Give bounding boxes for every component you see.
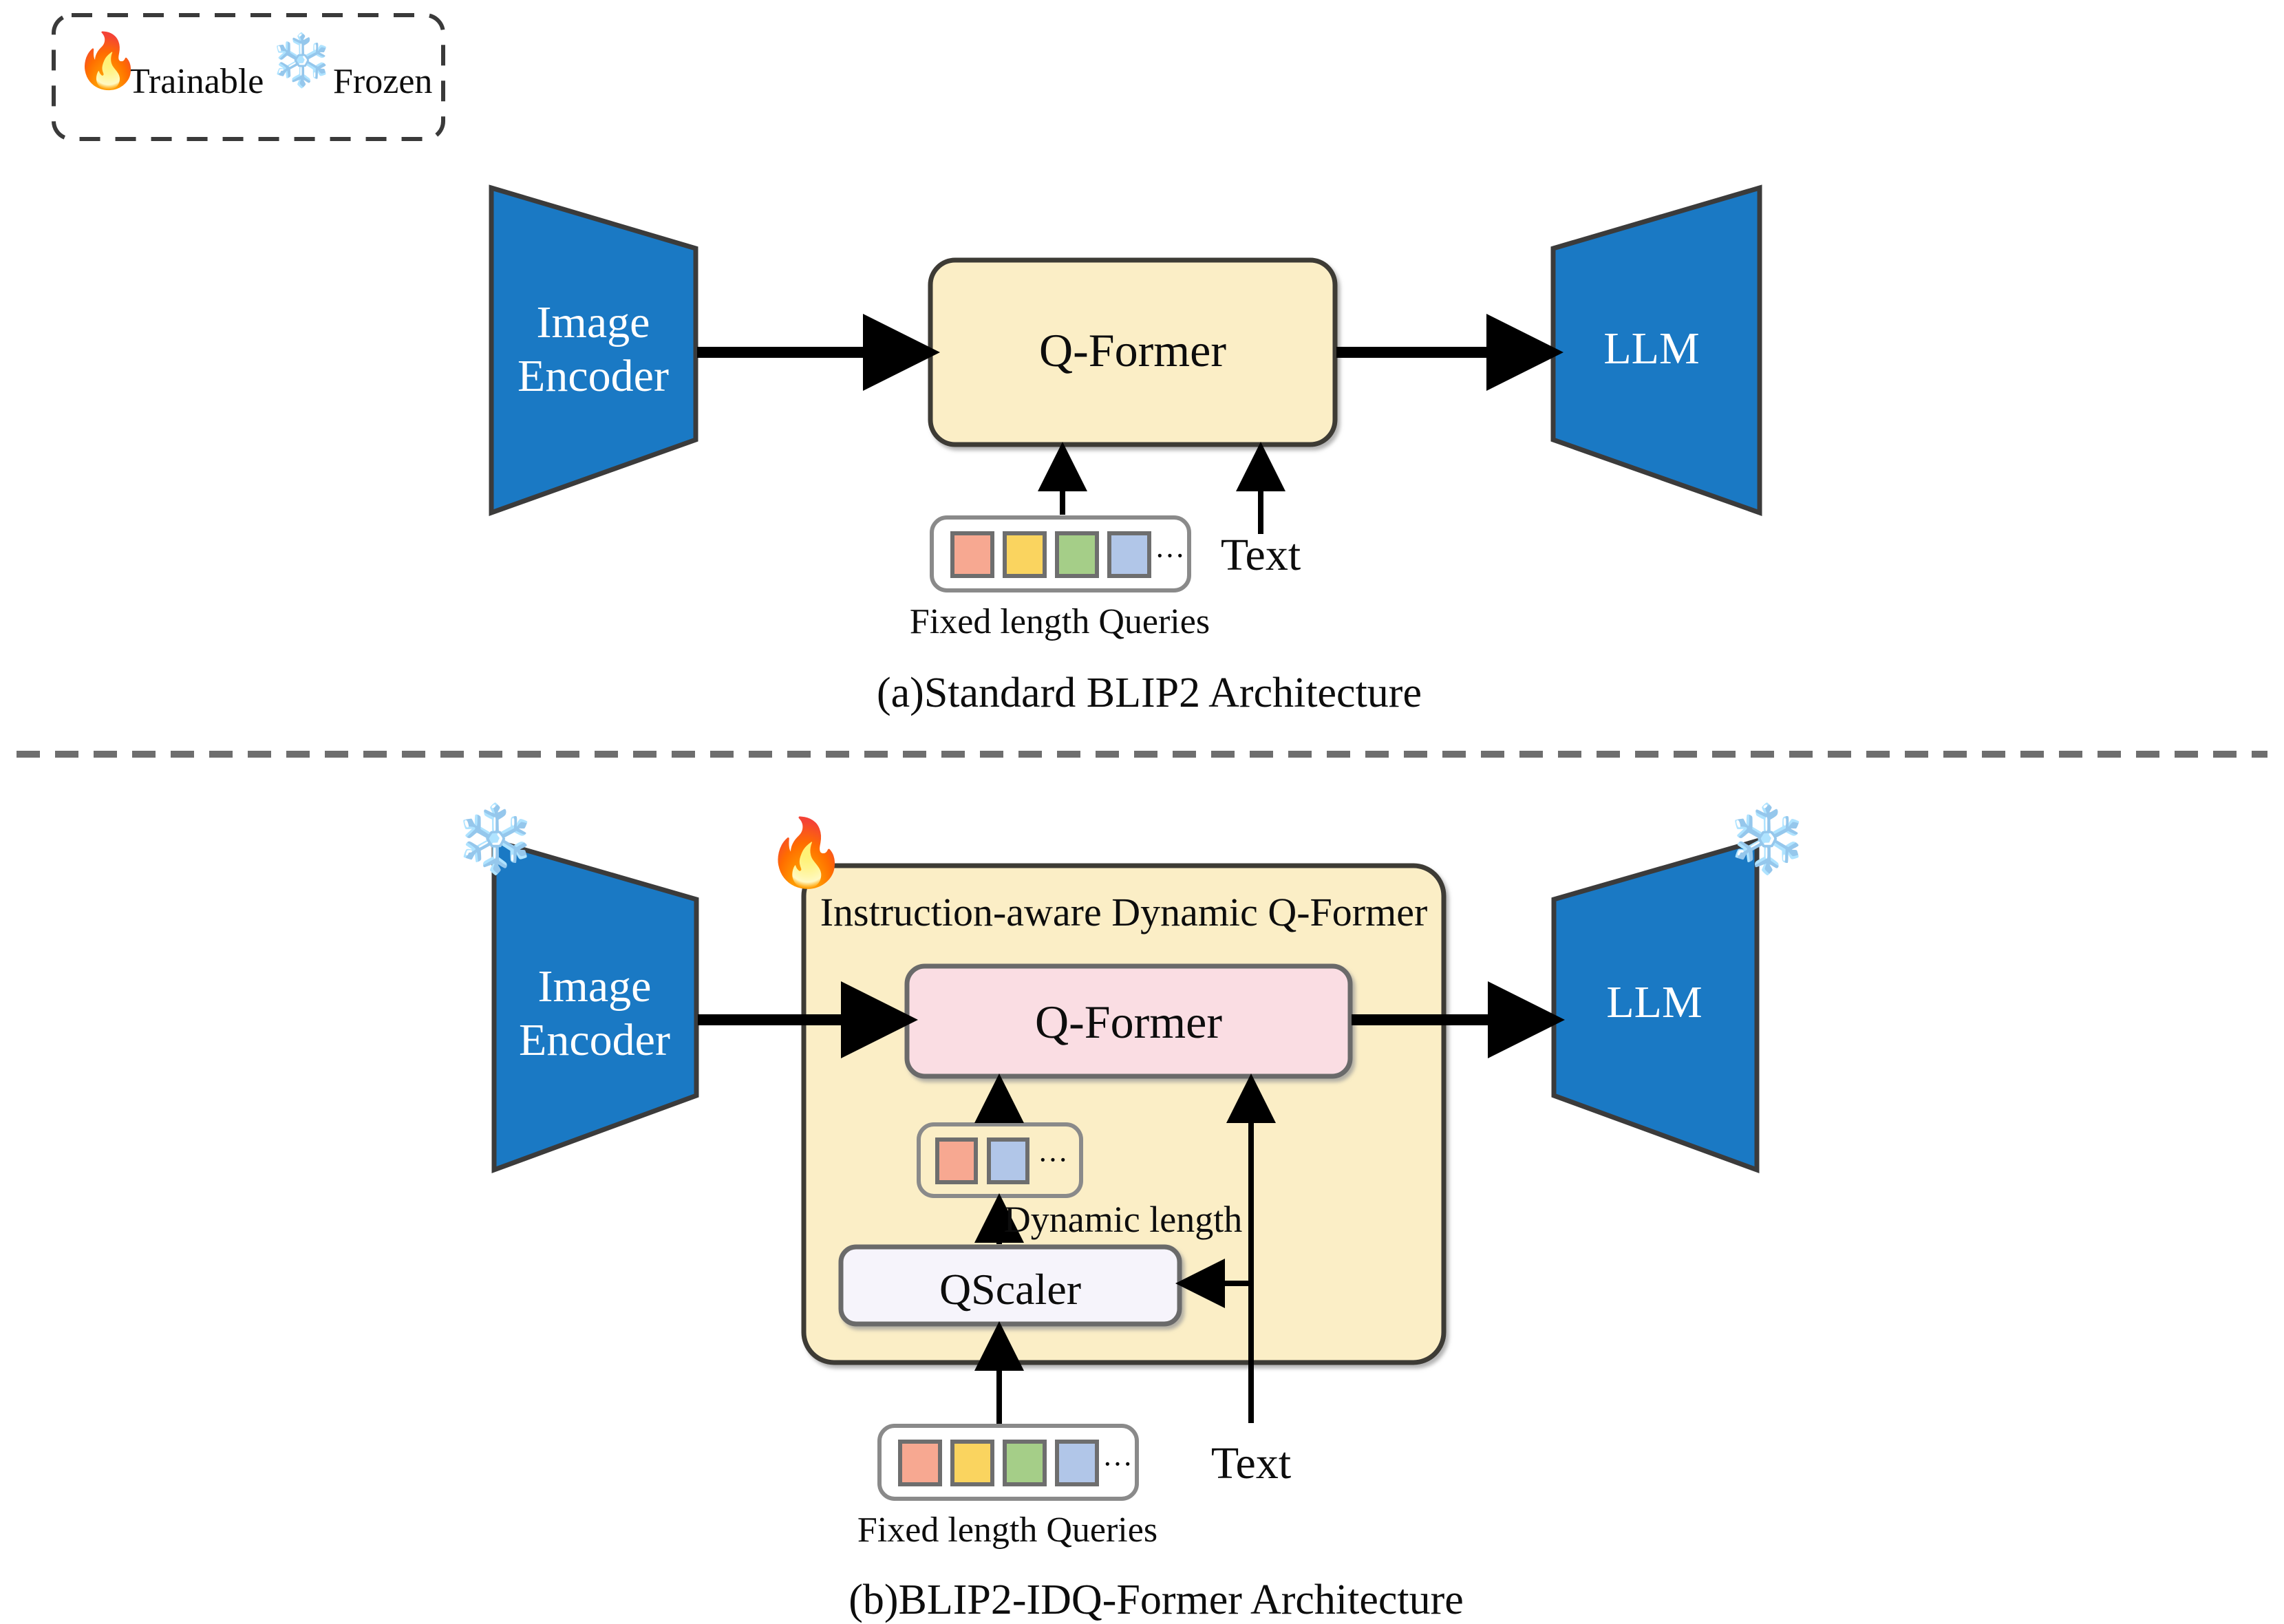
panel-a-query-token-green [1055, 531, 1099, 578]
panel-b-query-token-salmon [898, 1440, 942, 1486]
panel-a-query-ellipsis: ··· [1155, 539, 1185, 573]
panel-b-dynamic-token-blue [987, 1137, 1029, 1184]
panel-a-qformer-label: Q-Former [1039, 324, 1226, 376]
panel-b-query-token-green [1003, 1440, 1047, 1486]
panel-a-query-token-salmon [950, 531, 994, 578]
panel-b-query-token-yellow [950, 1440, 994, 1486]
panel-b-llm-frozen-icon: ❄️ [1726, 802, 1808, 876]
panel-b-llm-label: LLM [1606, 977, 1702, 1027]
panel-b-outer-block-trainable-icon: 🔥 [765, 816, 848, 890]
panel-b-qformer-label: Q-Former [1035, 996, 1222, 1048]
panel-b-qscaler-label: QScaler [939, 1265, 1081, 1314]
panel-b-dynamic-ellipsis: ··· [1038, 1143, 1068, 1177]
panel-b-image-encoder-label-line2: Encoder [519, 1015, 670, 1065]
panel-b-image-encoder-shape [491, 837, 699, 1174]
panel-b-caption: (b)BLIP2-IDQ-Former Architecture [849, 1577, 1464, 1623]
panel-a-llm-shape [1550, 184, 1762, 516]
panel-b-query-ellipsis: ··· [1102, 1447, 1133, 1481]
fire-icon: 🔥 [74, 31, 142, 91]
panel-a-image-encoder-shape [489, 184, 698, 516]
panel-b-queries-caption: Fixed length Queries [857, 1510, 1157, 1550]
panel-a-query-token-blue [1107, 531, 1151, 578]
panel-a-queries-caption: Fixed length Queries [910, 602, 1210, 641]
panel-b-dynamic-token-salmon [935, 1137, 978, 1184]
panel-b-query-token-blue [1055, 1440, 1099, 1486]
panel-b-text-label: Text [1211, 1438, 1291, 1488]
panel-a-image-encoder-label-line1: Image [537, 297, 650, 348]
panel-a-text-label: Text [1221, 530, 1301, 580]
snowflake-icon: ❄️ [270, 33, 334, 89]
panel-b-llm-shape [1551, 837, 1760, 1174]
panel-b-image-encoder-label-line1: Image [538, 961, 652, 1012]
panel-a-query-token-yellow [1003, 531, 1047, 578]
panel-a-caption: (a)Standard BLIP2 Architecture [877, 670, 1422, 716]
panel-b-outer-block-label: Instruction-aware Dynamic Q-Former [820, 890, 1428, 934]
legend-frozen-label: Frozen [333, 62, 432, 101]
panel-a-image-encoder-label-line2: Encoder [517, 351, 669, 401]
panel-b-image-encoder-frozen-icon: ❄️ [454, 802, 537, 876]
panel-a-llm-label: LLM [1603, 323, 1699, 374]
panel-b-dynamic-length-label: Dynamic length [1004, 1199, 1242, 1240]
legend-trainable-label: Trainable [128, 62, 264, 101]
